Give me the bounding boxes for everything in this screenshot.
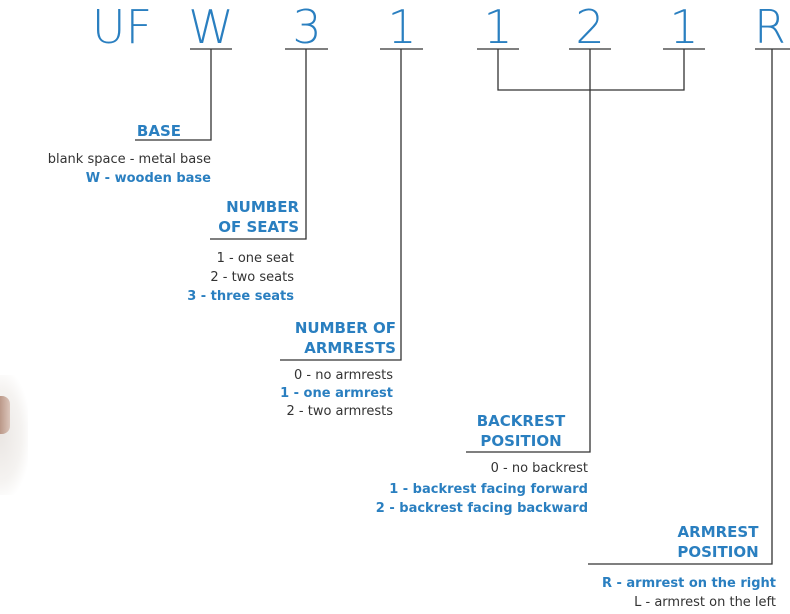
code-char-armrest-position: R <box>754 0 786 54</box>
code-char-backrest-2: 2 <box>575 0 605 54</box>
heading-armrest-position-line2: POSITION <box>677 543 759 561</box>
heading-seats-line2: OF SEATS <box>218 218 299 236</box>
product-photo-detail <box>0 396 10 434</box>
product-photo-fragment <box>0 375 28 495</box>
code-char-backrest-3: 1 <box>669 0 699 54</box>
leader-armrest-position <box>588 49 773 565</box>
option-backrest-forward: 1 - backrest facing forward <box>389 482 588 497</box>
option-armrests-two: 2 - two armrests <box>286 404 394 419</box>
option-backrest-none: 0 - no backrest <box>490 461 588 476</box>
heading-backrest: BACKREST POSITION <box>466 411 576 451</box>
heading-armrest-position-line1: ARMREST <box>677 523 759 541</box>
option-seats-one: 1 - one seat <box>216 251 294 266</box>
option-armrest-left: L - armrest on the left <box>634 595 776 610</box>
heading-armrests-line2: ARMRESTS <box>304 339 396 357</box>
code-prefix: UF <box>91 0 153 54</box>
option-seats-three: 3 - three seats <box>187 289 294 304</box>
code-char-armrests: 1 <box>387 0 417 54</box>
code-char-seats: 3 <box>292 0 322 54</box>
code-char-backrest-1: 1 <box>483 0 513 54</box>
option-armrest-right: R - armrest on the right <box>601 576 776 591</box>
option-base-metal: blank space - metal base <box>47 152 211 167</box>
heading-armrests: NUMBER OF ARMRESTS <box>295 318 396 358</box>
heading-armrests-line1: NUMBER OF <box>294 319 396 337</box>
heading-base: BASE <box>137 121 181 141</box>
heading-seats: NUMBER OF SEATS <box>218 197 299 237</box>
leader-base <box>135 49 212 141</box>
heading-base-line1: BASE <box>136 122 181 140</box>
leader-seats <box>210 49 307 240</box>
heading-armrest-position: ARMREST POSITION <box>652 522 784 562</box>
bracket-backrest <box>497 49 685 91</box>
leader-armrests <box>280 49 402 361</box>
option-backrest-backward: 2 - backrest facing backward <box>375 501 588 516</box>
heading-backrest-line1: BACKREST <box>476 412 566 430</box>
option-seats-two: 2 - two seats <box>210 270 294 285</box>
heading-seats-line1: NUMBER <box>226 198 299 216</box>
code-char-base: W <box>188 0 234 54</box>
option-base-wooden: W - wooden base <box>85 171 211 186</box>
heading-backrest-line2: POSITION <box>480 432 562 450</box>
option-armrests-one: 1 - one armrest <box>280 386 393 401</box>
leader-backrest <box>466 49 591 453</box>
option-armrests-none: 0 - no armrests <box>294 368 393 383</box>
